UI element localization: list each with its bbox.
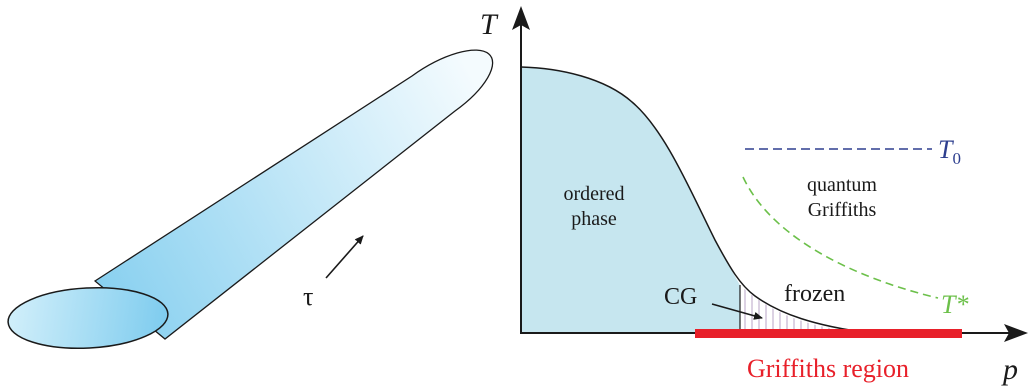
t0-label: T0 xyxy=(938,135,961,168)
y-axis-arrowhead xyxy=(512,6,530,30)
tau-arrow xyxy=(325,235,364,279)
cg-arrow xyxy=(711,303,763,320)
tstar-label: T* xyxy=(941,290,968,319)
frozen-label: frozen xyxy=(784,281,845,307)
cylinder xyxy=(7,49,494,350)
tstar-curve xyxy=(742,176,939,299)
tau-label: τ xyxy=(303,282,313,311)
cluster-glass-hatch xyxy=(740,285,870,333)
quantum-griffiths-label-1: quantum xyxy=(807,174,877,196)
cylinder-body xyxy=(93,49,494,340)
phase-boundary xyxy=(520,66,871,334)
ordered-phase-region xyxy=(521,67,740,333)
cg-label: CG xyxy=(664,284,697,310)
griffiths-region-label: Griffiths region xyxy=(747,354,909,383)
x-axis-arrowhead xyxy=(1004,324,1028,342)
x-axis-label: p xyxy=(1001,353,1018,386)
y-axis-label: T xyxy=(480,8,499,41)
quantum-griffiths-label-2: Griffiths xyxy=(808,199,877,221)
cylinder-end-cap xyxy=(7,286,169,350)
t0-subscript: 0 xyxy=(952,149,961,168)
ordered-phase-label-2: phase xyxy=(571,208,617,230)
griffiths-region-bar xyxy=(695,329,962,338)
ordered-phase-label-1: ordered xyxy=(563,183,624,205)
